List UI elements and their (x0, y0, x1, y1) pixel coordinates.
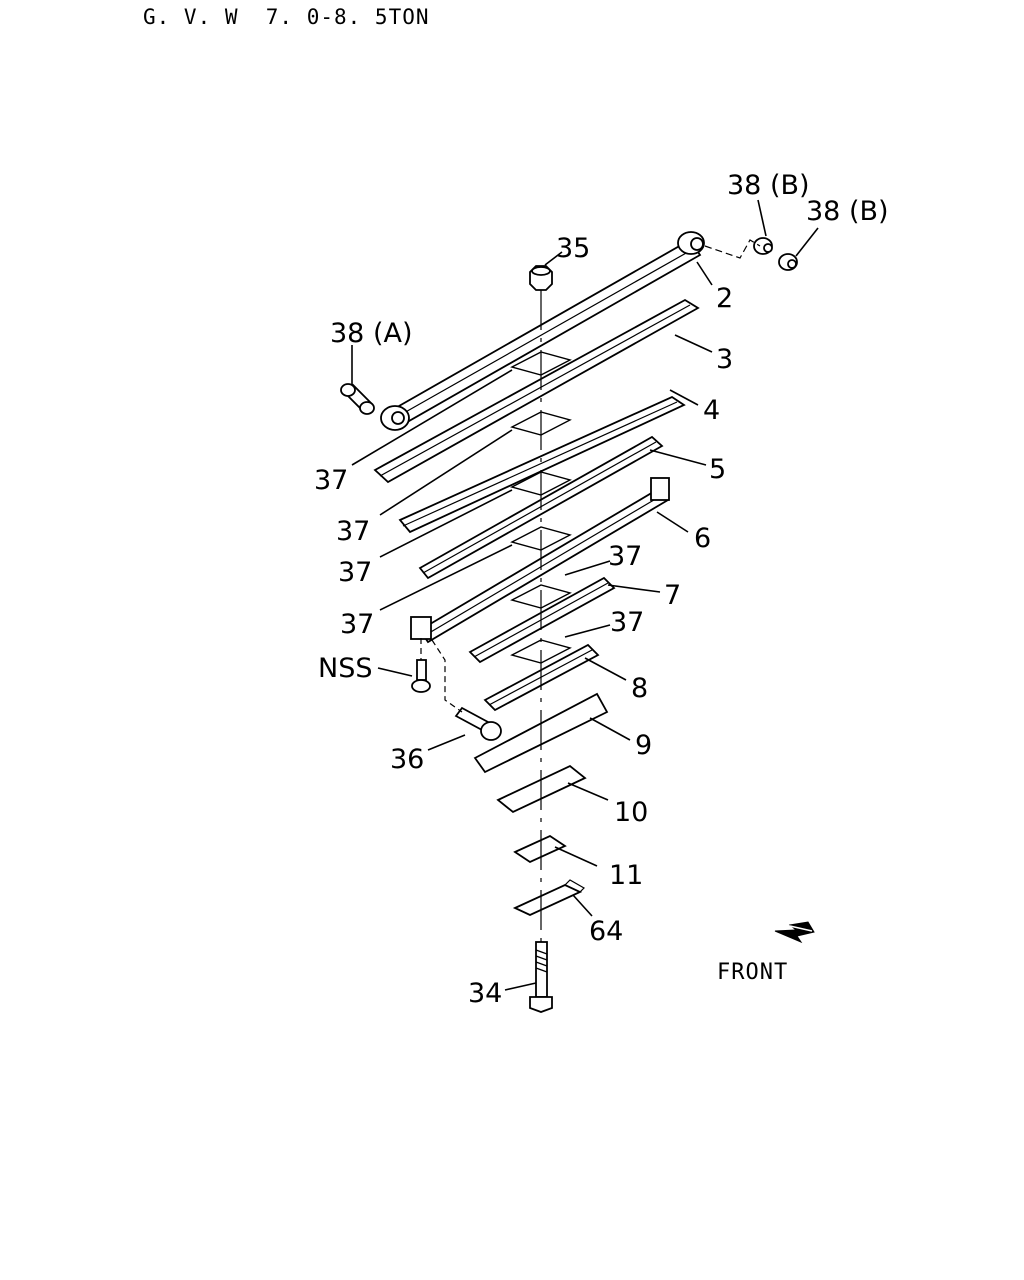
callout-35: 35 (556, 233, 590, 264)
callout-37-e: 37 (608, 541, 642, 572)
diagram-title: G. V. W 7. 0-8. 5TON (143, 5, 430, 29)
callout-37-a: 37 (314, 465, 348, 496)
callout-4: 4 (703, 395, 720, 426)
leader-lines (351, 199, 819, 991)
callout-37-d: 37 (340, 609, 374, 640)
callout-nss: NSS (318, 653, 372, 684)
front-arrow-icon (774, 921, 815, 944)
bolt-36 (431, 639, 502, 741)
callout-11: 11 (609, 860, 643, 891)
callout-38b-2: 38 (B) (806, 196, 889, 227)
bushing-38b-inner (753, 237, 773, 255)
center-bolt-34 (529, 941, 553, 1013)
bushing-38a (340, 383, 375, 415)
leaf-4 (398, 395, 686, 534)
callout-6: 6 (694, 523, 711, 554)
plate-11 (513, 834, 567, 864)
front-label: FRONT (717, 960, 788, 985)
main-leaf-2 (380, 231, 705, 431)
callout-37-f: 37 (610, 607, 644, 638)
leaf-6 (410, 477, 670, 644)
callout-10: 10 (614, 797, 648, 828)
callout-38a: 38 (A) (330, 318, 412, 349)
callout-36: 36 (390, 744, 424, 775)
callout-5: 5 (709, 454, 726, 485)
nut-35 (529, 265, 553, 291)
bushing-38b-outer (778, 253, 798, 271)
leaf-3 (373, 298, 700, 484)
callout-3: 3 (716, 344, 733, 375)
bracket-64 (512, 879, 585, 916)
callout-34: 34 (468, 978, 502, 1009)
nss-bolt (411, 638, 431, 693)
callout-9: 9 (635, 730, 652, 761)
callout-8: 8 (631, 673, 648, 704)
callout-37-c: 37 (338, 557, 372, 588)
callout-2: 2 (716, 283, 733, 314)
callout-7: 7 (664, 580, 681, 611)
callout-38b-1: 38 (B) (727, 170, 810, 201)
callout-37-b: 37 (336, 516, 370, 547)
callout-64: 64 (589, 916, 623, 947)
